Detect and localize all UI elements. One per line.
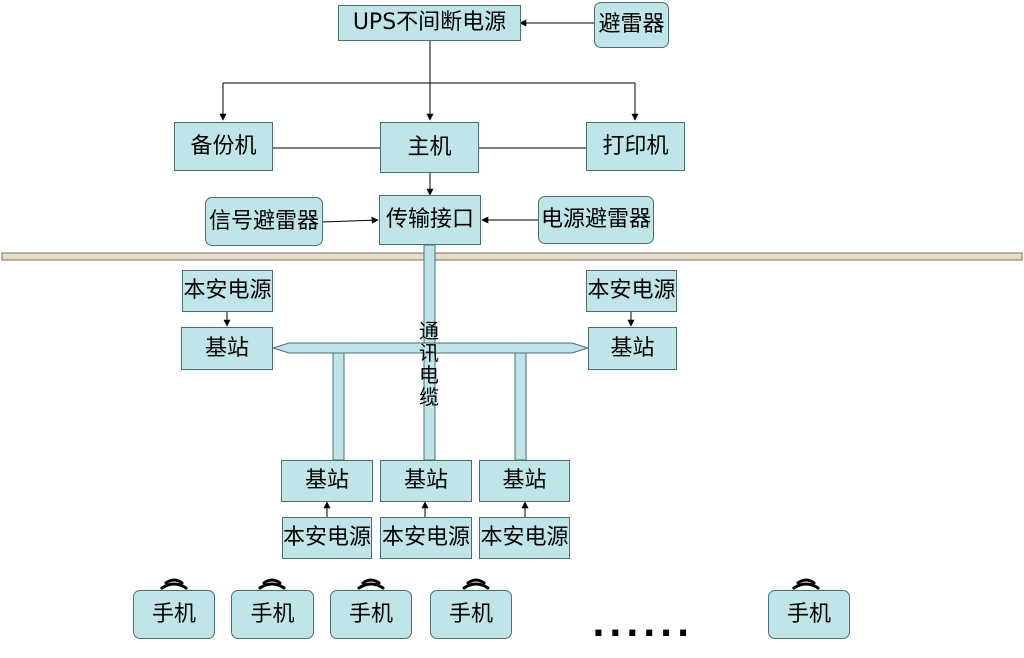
mobile-phone-node: 手机: [768, 590, 850, 639]
ups-node: UPS不间断电源: [338, 5, 521, 41]
wireless-signal-icon: [160, 578, 188, 590]
intrinsically-safe-psu-right: 本安电源: [586, 270, 677, 312]
cable-label-char: 电: [419, 363, 439, 387]
intrinsically-safe-psu-bottom-2: 本安电源: [380, 517, 472, 559]
base-station-right: 基站: [588, 327, 677, 370]
printer-node: 打印机: [586, 122, 685, 171]
transmission-interface-node: 传输接口: [379, 195, 481, 245]
cable-label-char: 缆: [419, 385, 439, 409]
mobile-phone-node: 手机: [133, 590, 215, 639]
backup-machine-node: 备份机: [174, 122, 273, 171]
signal-arrester-arrow: [321, 216, 379, 224]
lightning-arrester-node: 避雷器: [594, 2, 669, 48]
ground-divider: [1, 252, 1023, 261]
wireless-signal-icon: [258, 578, 286, 590]
base-station-bottom-2: 基站: [380, 460, 472, 502]
wireless-signal-icon: [462, 578, 490, 590]
wireless-signal-icon: [792, 578, 820, 590]
wireless-signal-icon: [357, 578, 385, 590]
signal-arrester-node: 信号避雷器: [205, 197, 323, 246]
power-arrester-node: 电源避雷器: [538, 196, 654, 244]
mobile-phone-node: 手机: [430, 590, 512, 639]
intrinsically-safe-psu-left: 本安电源: [182, 270, 273, 312]
cable-drop-1: [332, 352, 345, 461]
base-station-left: 基站: [181, 327, 273, 370]
mobile-phone-node: 手机: [231, 590, 314, 639]
host-node: 主机: [380, 122, 479, 173]
intrinsically-safe-psu-bottom-1: 本安电源: [282, 517, 372, 559]
ellipsis: ......: [592, 605, 694, 645]
mobile-phone-node: 手机: [330, 590, 412, 639]
communication-cable-label: 通 讯 电 缆: [416, 320, 442, 408]
base-station-bottom-1: 基站: [281, 460, 373, 502]
intrinsically-safe-psu-bottom-3: 本安电源: [479, 517, 570, 559]
cable-label-char: 讯: [419, 341, 439, 365]
cable-drop-3: [514, 352, 527, 461]
cable-label-char: 通: [419, 319, 439, 343]
base-station-bottom-3: 基站: [479, 460, 570, 502]
